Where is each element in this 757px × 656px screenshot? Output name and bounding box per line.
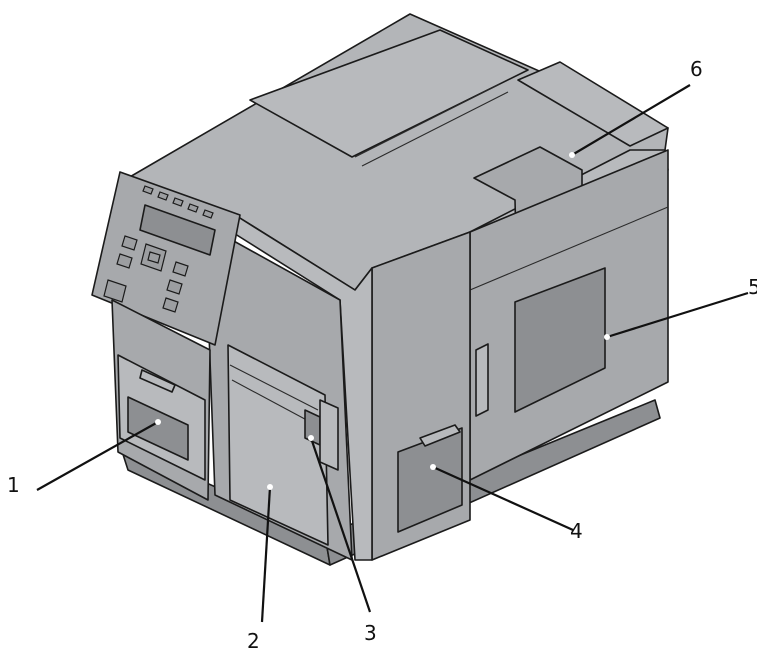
leader-line-6	[571, 84, 691, 156]
callout-3: 3	[364, 621, 377, 645]
leader-line-2	[260, 486, 272, 623]
callout-5: 5	[748, 275, 757, 299]
callout-4: 4	[570, 519, 583, 543]
led-indicators	[142, 185, 214, 219]
front-cover	[227, 344, 329, 546]
leader-line-1	[36, 421, 159, 491]
leader-line-3	[309, 437, 372, 613]
leader-line-4	[432, 465, 574, 532]
callout-labels: 1 2 3 4 5 6	[7, 57, 757, 653]
leader-lines	[36, 84, 749, 623]
printer-illustration	[91, 13, 669, 566]
leader-line-5	[606, 291, 749, 339]
callout-2: 2	[247, 629, 260, 653]
panel-buttons	[103, 235, 189, 313]
window	[514, 267, 606, 413]
callout-6: 6	[690, 57, 703, 81]
callout-1: 1	[7, 473, 20, 497]
